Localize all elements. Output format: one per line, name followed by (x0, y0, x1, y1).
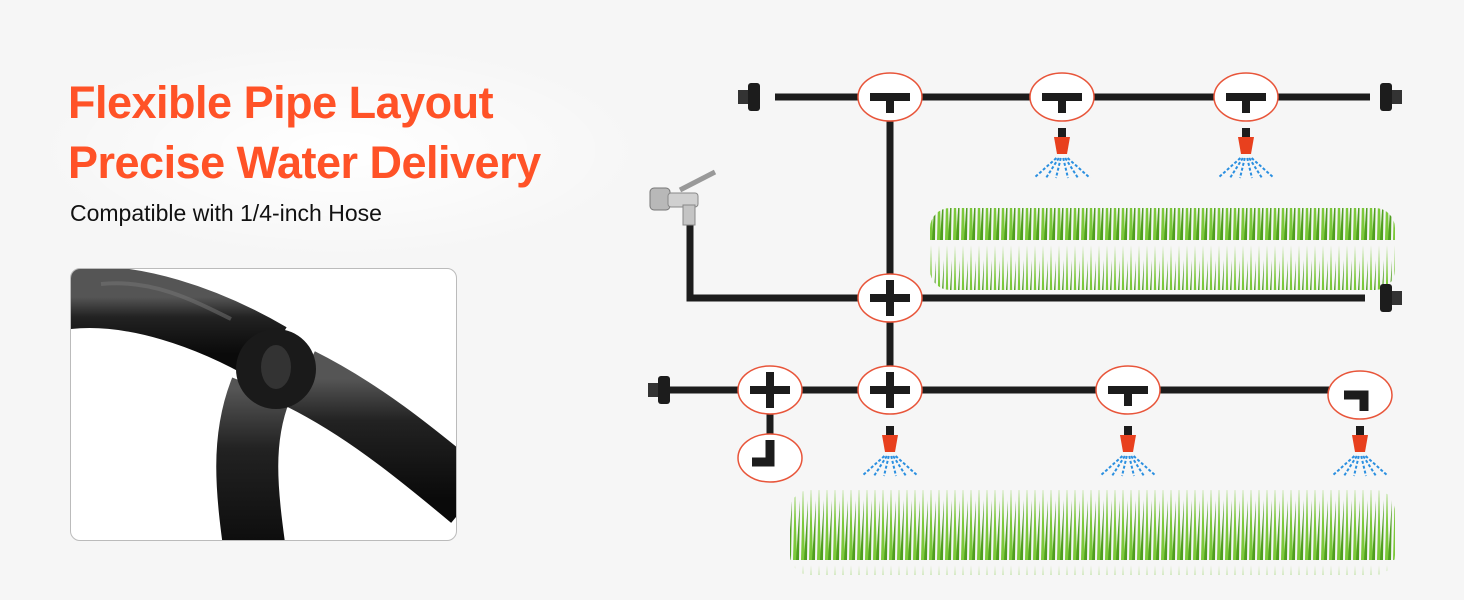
end-cap-icon (1380, 83, 1402, 111)
headline-glow (30, 40, 650, 260)
subtitle: Compatible with 1/4-inch Hose (70, 200, 382, 226)
end-cap-icon (738, 83, 760, 111)
sprinkler-nozzle-icon (1331, 426, 1389, 477)
sprinkler-nozzle-icon (1099, 426, 1157, 477)
cross-connector-icon (870, 280, 910, 316)
tee-connector-photo (70, 268, 457, 541)
headline-line-1: Flexible Pipe Layout (68, 77, 494, 128)
cross-connector-icon (870, 372, 910, 408)
headline-line-2: Precise Water Delivery (68, 137, 541, 188)
tee-connector-icon (870, 93, 910, 113)
elbow-connector-icon (752, 440, 775, 467)
tee-connector-icon (1042, 93, 1082, 113)
sprinkler-nozzle-icon (1033, 128, 1091, 179)
tee-connector-icon (1226, 93, 1266, 113)
pipe (686, 215, 1365, 302)
faucet-icon (649, 169, 717, 226)
sprinkler-nozzle-icon (861, 426, 919, 477)
cross-connector-icon (750, 372, 790, 408)
tee-connector-icon (1108, 386, 1148, 406)
grass-strip (930, 208, 1395, 290)
grass-strip (790, 490, 1395, 575)
end-cap-icon (648, 376, 670, 404)
sprinkler-nozzle-icon (1217, 128, 1275, 179)
elbow-connector-icon (1344, 390, 1369, 411)
end-cap-icon (1380, 284, 1402, 312)
